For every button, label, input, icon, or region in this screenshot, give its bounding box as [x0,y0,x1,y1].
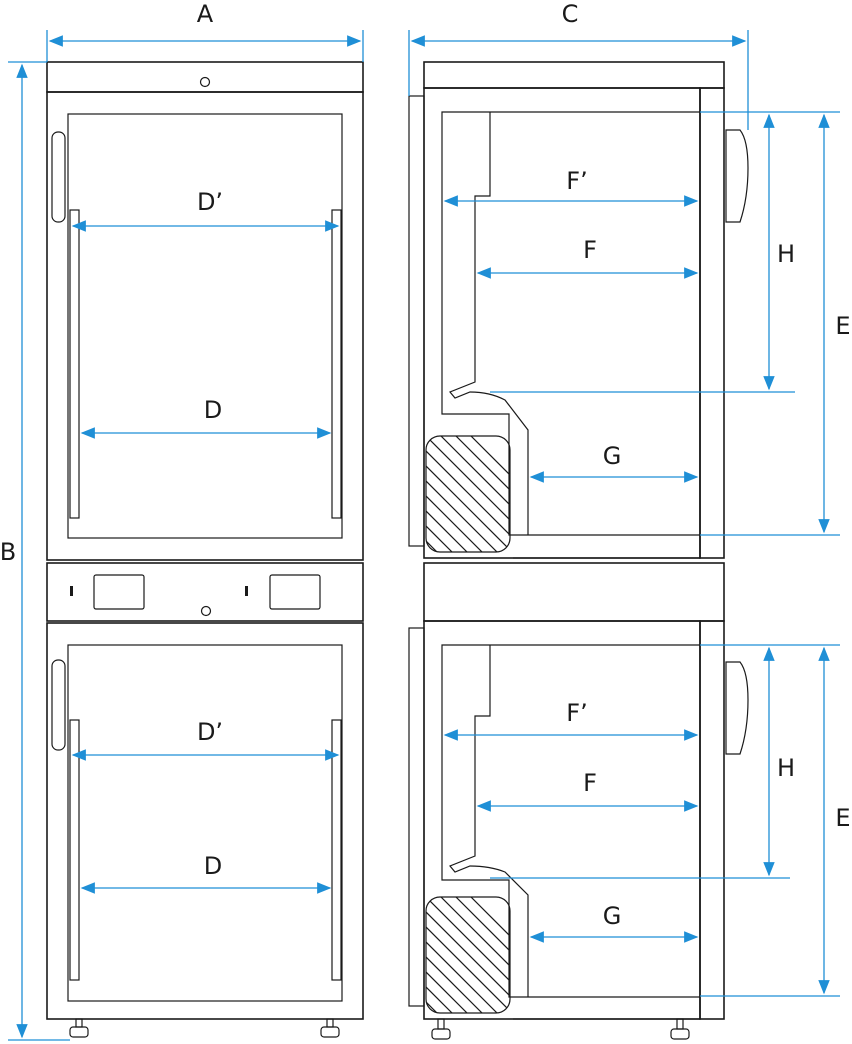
upper-door-glass [67,113,343,539]
side-right-foot [670,1018,690,1040]
upper-compressor-hatched [425,435,511,553]
lower-compressor-step [449,645,529,997]
middle-control-band [46,562,364,622]
top-lock-icon [199,76,211,88]
lower-door-frame [46,622,364,1020]
upper-door-frame [46,91,364,561]
upper-cabinet-body [423,87,701,559]
upper-door-edge [408,95,425,547]
front-view: A B D’ D D’ D [0,0,364,1041]
left-display-panel [93,574,145,610]
side-middle-band [423,562,725,622]
lower-back-panel [699,620,725,1020]
middle-lock-icon [200,605,212,617]
side-view: C F’ F G H E F’ F G H E [408,0,851,1040]
label-f-upper: F [583,236,597,264]
side-top-cap [423,61,725,89]
upper-compressor-step [449,112,529,535]
lower-door-handle [51,659,66,751]
lower-cabinet-body [423,620,701,1020]
label-d-prime-upper: D’ [197,188,223,216]
right-indicator [245,586,248,596]
upper-left-rail [69,209,80,519]
side-left-foot [431,1018,451,1040]
label-h-upper: H [777,240,795,268]
upper-right-rail [331,209,342,519]
label-f-prime-upper: F’ [566,167,587,195]
label-b: B [0,538,16,566]
lower-interior-profile [441,644,700,1020]
upper-back-panel [699,87,725,559]
lower-compressor-hatched [425,896,511,1014]
upper-side-handle [725,129,749,223]
label-c: C [562,0,579,28]
upper-door-handle [51,131,66,223]
label-d-upper: D [204,396,222,424]
label-e-lower: E [835,804,850,832]
label-e-upper: E [835,312,850,340]
label-d-lower: D [204,852,222,880]
label-h-lower: H [777,754,795,782]
upper-interior-profile [441,111,700,559]
front-left-foot [69,1018,89,1038]
lower-side-handle [725,661,749,755]
right-display-panel [269,574,321,610]
label-g-upper: G [603,442,622,470]
label-f-lower: F [583,769,597,797]
left-indicator [70,586,73,596]
label-f-prime-lower: F’ [566,699,587,727]
label-d-prime-lower: D’ [197,718,223,746]
lower-door-edge [408,627,425,1007]
label-a: A [197,0,214,28]
lower-right-rail [331,719,342,981]
label-g-lower: G [603,902,622,930]
lower-door-glass [67,644,343,1002]
front-right-foot [320,1018,340,1038]
lower-left-rail [69,719,80,981]
